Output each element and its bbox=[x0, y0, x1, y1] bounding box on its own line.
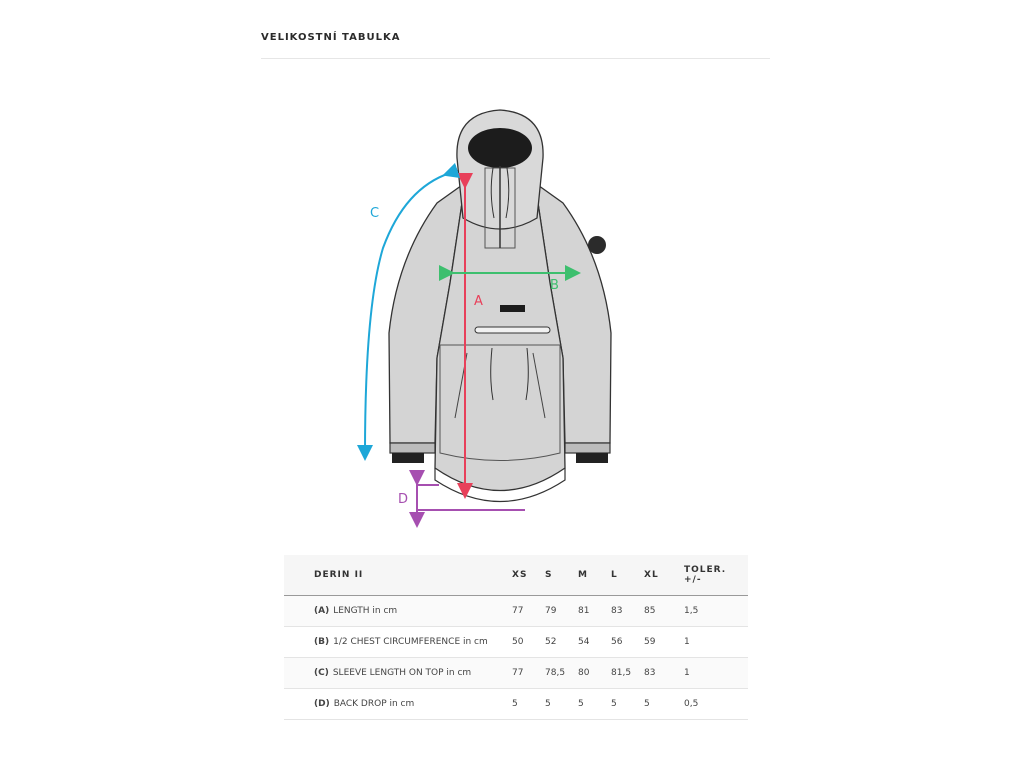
cell-xs: 77 bbox=[511, 595, 544, 627]
cell-xs: 77 bbox=[511, 657, 544, 689]
chest-panel bbox=[484, 167, 516, 249]
jacket-measurement-diagram: A B C D bbox=[355, 108, 645, 528]
left-cuff bbox=[389, 442, 436, 454]
label-c: C bbox=[370, 206, 379, 221]
row-label: (B)1/2 CHEST CIRCUMFERENCE in cm bbox=[284, 626, 511, 658]
hood-opening bbox=[468, 128, 532, 168]
row-name: LENGTH in cm bbox=[333, 606, 398, 616]
brand-label bbox=[500, 305, 525, 312]
label-b: B bbox=[550, 278, 559, 293]
row-name: 1/2 CHEST CIRCUMFERENCE in cm bbox=[333, 637, 488, 647]
cell-xl: 85 bbox=[643, 595, 676, 627]
cell-l: 56 bbox=[610, 626, 643, 658]
row-name: SLEEVE LENGTH ON TOP in cm bbox=[332, 668, 472, 678]
row-code: (D) bbox=[314, 699, 330, 709]
cell-m: 81 bbox=[577, 595, 610, 627]
header-xl: XL bbox=[643, 555, 676, 596]
cell-s: 79 bbox=[544, 595, 577, 627]
table-row: (B)1/2 CHEST CIRCUMFERENCE in cm 50 52 5… bbox=[284, 626, 748, 658]
jacket-illustration: A B C D bbox=[357, 109, 612, 528]
cell-m: 5 bbox=[577, 688, 610, 720]
left-cuff-band bbox=[392, 453, 424, 463]
row-label: (D)BACK DROP in cm bbox=[284, 688, 511, 720]
cell-tolerance: 0,5 bbox=[676, 688, 748, 720]
sleeve-badge bbox=[588, 236, 606, 254]
cell-s: 52 bbox=[544, 626, 577, 658]
row-label: (A)LENGTH in cm bbox=[284, 595, 511, 627]
row-code: (C) bbox=[314, 668, 329, 678]
header-model: DERIN II bbox=[284, 555, 511, 596]
measure-c-line bbox=[357, 162, 461, 461]
cell-xl: 5 bbox=[643, 688, 676, 720]
row-label: (C)SLEEVE LENGTH ON TOP in cm bbox=[284, 657, 511, 689]
cell-tolerance: 1,5 bbox=[676, 595, 748, 627]
cell-m: 80 bbox=[577, 657, 610, 689]
hood-drawcord-left bbox=[490, 167, 495, 219]
waist-drawcord-left bbox=[490, 347, 494, 401]
table-header-row: DERIN II XS S M L XL TOLER. +/- bbox=[284, 555, 748, 596]
table-row: (D)BACK DROP in cm 5 5 5 5 5 0,5 bbox=[284, 688, 748, 720]
header-tolerance: TOLER. +/- bbox=[676, 555, 748, 596]
cell-xs: 50 bbox=[511, 626, 544, 658]
cell-xs: 5 bbox=[511, 688, 544, 720]
section-title: VELIKOSTNÍ TABULKA bbox=[261, 32, 401, 43]
header-m: M bbox=[577, 555, 610, 596]
title-divider bbox=[261, 58, 770, 59]
header-xs: XS bbox=[511, 555, 544, 596]
header-l: L bbox=[610, 555, 643, 596]
label-d: D bbox=[398, 492, 408, 507]
label-a: A bbox=[474, 294, 483, 309]
chest-zip-pocket bbox=[474, 326, 551, 334]
cell-l: 83 bbox=[610, 595, 643, 627]
header-s: S bbox=[544, 555, 577, 596]
table-row: (C)SLEEVE LENGTH ON TOP in cm 77 78,5 80… bbox=[284, 657, 748, 689]
cell-l: 81,5 bbox=[610, 657, 643, 689]
pocket-opening-right bbox=[532, 352, 546, 419]
row-code: (A) bbox=[314, 606, 330, 616]
cell-s: 78,5 bbox=[544, 657, 577, 689]
cell-tolerance: 1 bbox=[676, 657, 748, 689]
waist-drawcord-right bbox=[525, 347, 529, 401]
cell-tolerance: 1 bbox=[676, 626, 748, 658]
hood-drawcord-right bbox=[505, 167, 510, 219]
right-cuff bbox=[564, 442, 611, 454]
back-hem bbox=[434, 468, 566, 502]
size-table: DERIN II XS S M L XL TOLER. +/- (A)LENGT… bbox=[284, 555, 748, 720]
right-cuff-band bbox=[576, 453, 608, 463]
table-row: (A)LENGTH in cm 77 79 81 83 85 1,5 bbox=[284, 595, 748, 627]
cell-m: 54 bbox=[577, 626, 610, 658]
cell-xl: 59 bbox=[643, 626, 676, 658]
row-name: BACK DROP in cm bbox=[333, 699, 415, 709]
cell-s: 5 bbox=[544, 688, 577, 720]
cell-l: 5 bbox=[610, 688, 643, 720]
row-code: (B) bbox=[314, 637, 330, 647]
cell-xl: 83 bbox=[643, 657, 676, 689]
